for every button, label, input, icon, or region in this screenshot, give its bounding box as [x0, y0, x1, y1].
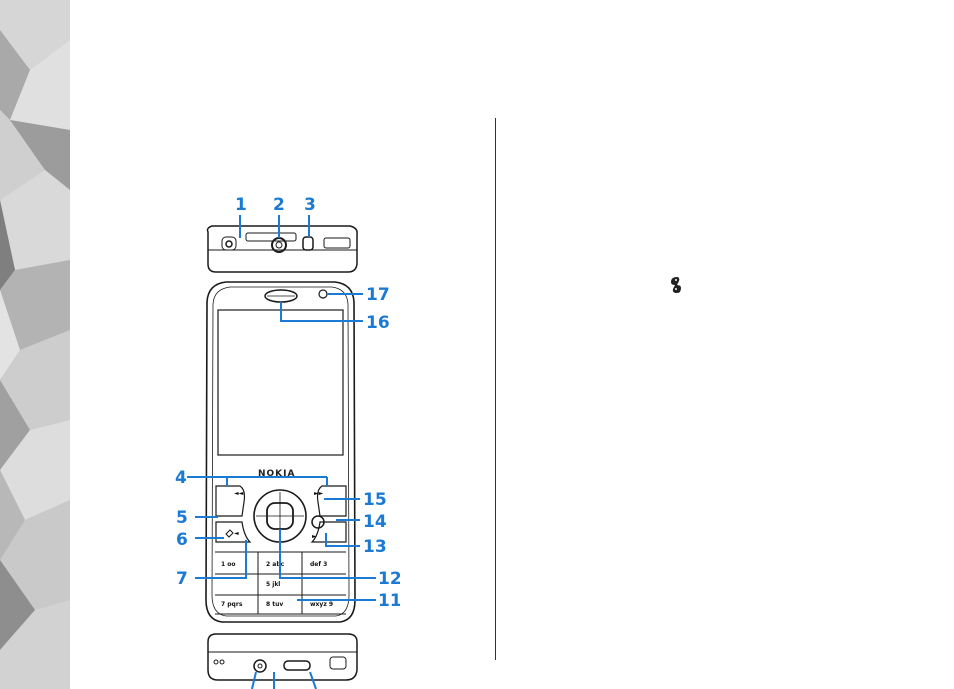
- callout-7: 7: [176, 569, 188, 589]
- svg-text:►►: ►►: [314, 490, 324, 497]
- svg-text:◄◄: ◄◄: [234, 490, 244, 497]
- callout-17: 17: [366, 285, 390, 305]
- callout-12: 12: [378, 569, 400, 589]
- callout-5: 5: [176, 508, 188, 528]
- key-9: wxyz 9: [310, 601, 333, 608]
- callout-14: 14: [363, 512, 387, 532]
- key-8: 8 tuv: [266, 601, 283, 608]
- callout-3: 3: [304, 195, 316, 215]
- svg-text:◄: ◄: [234, 530, 239, 537]
- key-1: 1 oo: [221, 561, 236, 568]
- column-divider: [495, 118, 496, 660]
- device-keys-diagram: NOKIA ◄◄ ►► ◄ ► 1 oo 2 abc def 3 5 jkl 7: [160, 190, 400, 689]
- callout-4: 4: [175, 468, 187, 488]
- key-3: def 3: [310, 561, 327, 568]
- key-5: 5 jkl: [266, 581, 280, 588]
- callout-1: 1: [235, 195, 247, 215]
- callout-16: 16: [366, 313, 390, 333]
- decorative-side-band: [0, 0, 70, 689]
- callout-15: 15: [363, 490, 387, 510]
- callout-2: 2: [273, 195, 285, 215]
- svg-text:►: ►: [312, 533, 317, 540]
- key-2: 2 abc: [266, 561, 285, 568]
- device-bottom-edge: [208, 634, 357, 680]
- callout-6: 6: [176, 530, 188, 550]
- callout-11: 11: [378, 591, 400, 611]
- device-top-edge: [208, 226, 358, 272]
- callout-13: 13: [363, 537, 387, 557]
- menu-key-icon: [668, 276, 684, 294]
- key-7: 7 pqrs: [221, 601, 243, 608]
